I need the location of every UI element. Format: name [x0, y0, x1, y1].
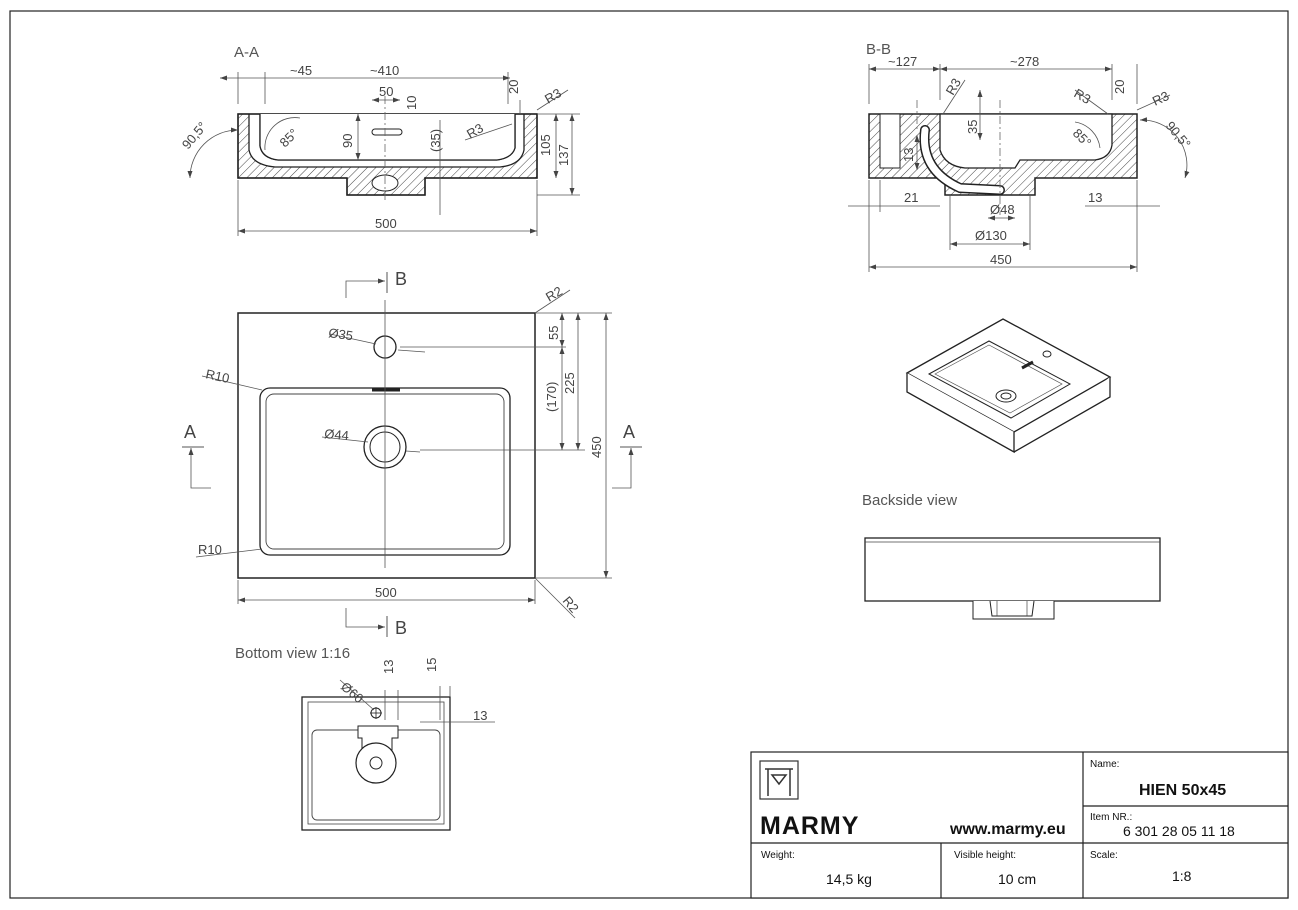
aa-dim-90: 90	[340, 134, 355, 148]
scale-value: 1:8	[1172, 868, 1192, 884]
marmy-logo-icon	[759, 760, 799, 800]
bb-dim-35: 35	[965, 120, 980, 134]
bb-dim-450: 450	[990, 252, 1012, 267]
section-bb-label: B-B	[866, 41, 891, 58]
top-r2b: R2	[560, 593, 582, 615]
bb-dim-20: 20	[1112, 80, 1127, 94]
aa-dim-45: ~45	[290, 63, 312, 78]
top-dim-225: 225	[562, 372, 577, 394]
section-aa-label: A-A	[234, 44, 259, 61]
visible-height-label: Visible height:	[954, 850, 1016, 861]
bb-dim-130: Ø130	[975, 228, 1007, 243]
aa-dim-500: 500	[375, 216, 397, 231]
section-aa: A-A ~45 ~410 50 10 20 R3 R3 90,5° 85° 90…	[179, 44, 580, 236]
brand-name: MARMY	[760, 812, 859, 840]
cut-a-left: A	[184, 422, 196, 442]
aa-dim-137: 137	[556, 144, 571, 166]
aa-dim-20: 20	[506, 80, 521, 94]
cut-a-right: A	[623, 422, 635, 442]
bb-dim-127: ~127	[888, 54, 917, 69]
bottom-dim-13b: 13	[473, 708, 487, 723]
aa-dim-10: 10	[404, 96, 419, 110]
title-block: MARMY www.marmy.eu Name: HIEN 50x45 Item…	[750, 751, 1289, 899]
top-r10a: R10	[204, 366, 230, 386]
isometric-view	[905, 318, 1112, 454]
weight-value: 14,5 kg	[826, 871, 872, 887]
top-dim-500: 500	[375, 585, 397, 600]
aa-dim-410: ~410	[370, 63, 399, 78]
scale-label: Scale:	[1090, 850, 1118, 861]
top-dim-170: (170)	[544, 382, 559, 412]
bb-angle-905: 90,5°	[1163, 118, 1194, 151]
bb-r3b: R3	[1072, 86, 1094, 107]
top-view: B B A A Ø35 Ø44 R10 R10 R2 R2 55 (170)	[182, 269, 642, 638]
bottom-view: Bottom view 1:16 Ø60 13 15 13	[235, 645, 495, 831]
bottom-dim-13a: 13	[381, 660, 396, 674]
bottom-dim-15: 15	[424, 658, 439, 672]
bb-dim-48: Ø48	[990, 202, 1015, 217]
item-value: 6 301 28 05 11 18	[1123, 823, 1235, 839]
aa-dim-35: (35)	[428, 129, 443, 152]
backside-view-label: Backside view	[862, 492, 957, 509]
bb-r3c: R3	[1150, 88, 1171, 109]
aa-r3a: R3	[542, 85, 564, 106]
bb-dim-13a: 13	[901, 148, 916, 162]
aa-dim-50: 50	[379, 84, 393, 99]
top-dim-450: 450	[589, 436, 604, 458]
bb-dim-21: 21	[904, 190, 918, 205]
top-r10b: R10	[198, 542, 222, 557]
cut-b-top: B	[395, 269, 407, 289]
bottom-view-label: Bottom view 1:16	[235, 645, 350, 662]
top-r2a: R2	[543, 283, 565, 304]
aa-r3b: R3	[464, 120, 486, 141]
cut-b-bottom: B	[395, 618, 407, 638]
top-dim-55: 55	[546, 326, 561, 340]
name-value: HIEN 50x45	[1139, 782, 1226, 799]
website-link[interactable]: www.marmy.eu	[949, 821, 1066, 838]
aa-dim-105: 105	[538, 134, 553, 156]
backside-view: Backside view	[862, 492, 1161, 620]
weight-label: Weight:	[761, 850, 795, 861]
aa-angle-905: 90,5°	[179, 119, 210, 152]
visible-height-value: 10 cm	[998, 871, 1036, 887]
bb-r3a: R3	[943, 76, 964, 98]
top-dim-35: Ø35	[328, 325, 354, 343]
bb-dim-278: ~278	[1010, 54, 1039, 69]
top-dim-44: Ø44	[324, 426, 350, 443]
sheet-border	[9, 10, 1289, 899]
bb-dim-13b: 13	[1088, 190, 1102, 205]
section-bb: B-B ~127 ~278 R3 R3 R3 20 35 13 85° 90,5…	[848, 41, 1194, 272]
name-label: Name:	[1090, 759, 1119, 770]
item-label: Item NR.:	[1090, 812, 1132, 823]
